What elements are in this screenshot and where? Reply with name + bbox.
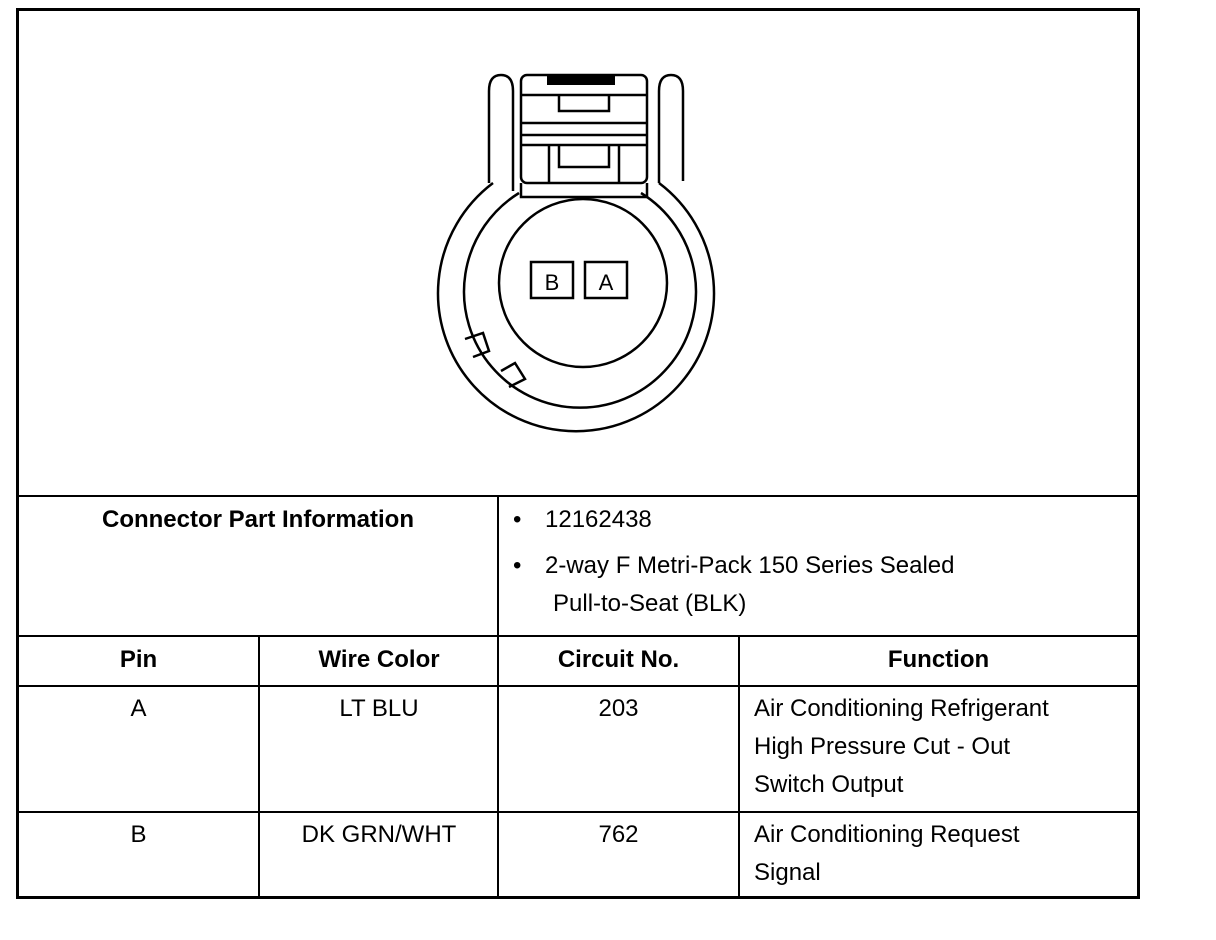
part-info-label: Connector Part Information <box>101 506 414 533</box>
part-number: 12162438 <box>545 506 652 533</box>
pin-label-a: A <box>599 270 614 295</box>
header-circuit-no: Circuit No. <box>557 646 680 673</box>
divider-col-3 <box>497 495 499 896</box>
row-a-circuit: 203 <box>598 695 639 722</box>
right-lock-arm <box>657 73 685 183</box>
row-b-wire-color: DK GRN/WHT <box>301 821 457 848</box>
divider-col-2 <box>258 635 260 896</box>
header-function: Function <box>887 646 990 673</box>
left-lock-arm <box>487 73 515 191</box>
row-b-circuit: 762 <box>598 821 639 848</box>
key-notch-1 <box>464 331 491 359</box>
header-wire-color: Wire Color <box>318 646 440 673</box>
connector-outer-shell <box>436 182 716 433</box>
row-a-function: Air Conditioning Refrigerant High Pressu… <box>754 690 1134 804</box>
connector-drawing: B A <box>436 73 716 433</box>
divider-top <box>19 495 1137 497</box>
cavity-a <box>583 260 629 300</box>
header-pin: Pin <box>119 646 158 673</box>
terminal-face <box>497 197 669 369</box>
row-b-function: Air Conditioning Request Signal <box>754 816 1134 892</box>
divider-row-a <box>19 685 1137 687</box>
divider-row-b <box>19 811 1137 813</box>
pin-label-b: B <box>545 270 560 295</box>
row-b-function-line-1: Air Conditioning Request <box>754 821 1020 848</box>
latch-tab <box>547 75 615 85</box>
row-a-function-line-3: Switch Output <box>754 771 904 798</box>
part-description-line-2: Pull-to-Seat (BLK) <box>553 590 747 617</box>
connector-diagram: B A <box>19 11 1137 496</box>
part-description-line-1: 2-way F Metri-Pack 150 Series Sealed <box>545 552 955 579</box>
divider-header <box>19 635 1137 637</box>
row-a-function-line-1: Air Conditioning Refrigerant <box>754 695 1049 722</box>
connector-inner-shell <box>462 191 698 409</box>
row-a-pin: A <box>130 695 147 722</box>
bullet-marker: • <box>513 552 522 579</box>
row-b-function-line-2: Signal <box>754 859 821 886</box>
key-notch-2 <box>500 361 527 389</box>
divider-col-4 <box>738 635 740 896</box>
row-a-function-line-2: High Pressure Cut - Out <box>754 733 1011 760</box>
connector-info-sheet: B A Connector Part Information • 1216243… <box>16 8 1140 899</box>
cavity-b <box>529 260 575 300</box>
row-a-wire-color: LT BLU <box>339 695 419 722</box>
row-b-pin: B <box>130 821 147 848</box>
bullet-marker: • <box>513 506 522 533</box>
